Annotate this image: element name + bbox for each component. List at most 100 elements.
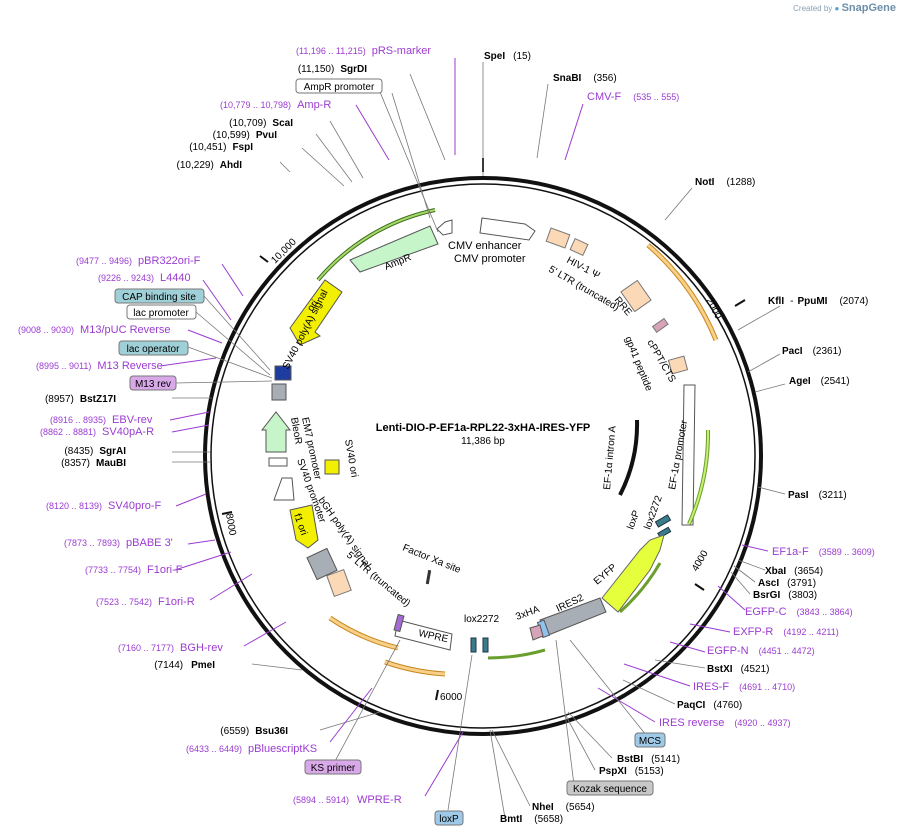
3xha-box (529, 624, 544, 641)
label-cmv-enhancer: CMV enhancer (448, 240, 522, 252)
snapgene-logo-icon: ● (834, 4, 840, 13)
enzyme-bstxi: BstXI(4521) (707, 664, 769, 675)
enzyme-bsrgi: BsrGI(3803) (753, 590, 817, 601)
enzyme-nhei: NheI(5654) (532, 802, 595, 813)
primer-pbr322ori-f: (9477 .. 9496)pBR322ori-F (76, 255, 201, 267)
sv40-polya-box (271, 383, 287, 401)
primer-ires-reverse: IRES reverse(4920 .. 4937) (659, 717, 790, 729)
enzyme-noti: NotI(1288) (695, 177, 755, 188)
primer-egfp-n: EGFP-N(4451 .. 4472) (707, 645, 815, 657)
sv40-polya-marker (274, 365, 292, 381)
primer-ires-f: IRES-F(4691 .. 4710) (693, 681, 795, 693)
label-lox2272-b: lox2272 (464, 614, 499, 625)
ori-arrow (289, 279, 343, 346)
eyfp-arrow (601, 534, 665, 613)
primer-m13-reverse: (8995 .. 9011)M13 Reverse (36, 360, 163, 372)
ef1a-intron-bar (618, 419, 640, 496)
label-ef1a-intron: EF-1α intron A (602, 425, 619, 490)
tick-mark (734, 299, 746, 307)
label-3xha: 3xHA (514, 604, 541, 623)
primer-l4440: (9226 .. 9243)L4440 (98, 272, 191, 284)
enzyme-pvui: (10,599)PvuI (213, 130, 278, 141)
boxed-lac-promoter (126, 304, 197, 320)
orange-primer-arc (328, 615, 399, 651)
primer-f1ori-f: (7733 .. 7754)F1ori-F (85, 564, 183, 576)
boxed-ks-primer-label: KS primer (311, 763, 356, 774)
bleor-arrow (260, 411, 292, 453)
primer-ebv-rev: (8916 .. 8935)EBV-rev (50, 414, 153, 426)
primer-sv40pro-f: (8120 .. 8139)SV40pro-F (46, 500, 162, 512)
leader-lines (172, 62, 786, 819)
enzyme-bmti: BmtI(5658) (500, 814, 563, 825)
factor-xa-marker (425, 569, 432, 585)
boxed-lac-promoter-label: lac promoter (133, 308, 189, 319)
tick-mark (221, 511, 233, 515)
primer-pbabe-3: (7873 .. 7893)pBABE 3' (64, 537, 173, 549)
boxed-lac-operator-label: lac operator (127, 344, 180, 355)
label-factor-xa: Factor Xa site (401, 543, 463, 576)
enzyme-xbai: XbaI(3654) (765, 566, 823, 577)
enzyme-kfli: KflI-PpuMI(2074) (768, 296, 868, 307)
label-bleor: BleoR (288, 417, 304, 446)
wpre-marker (393, 613, 405, 633)
primer-amp-r: (10,779 .. 10,798)Amp-R (220, 99, 331, 111)
enzyme-agei: AgeI(2541) (789, 376, 850, 387)
boxed-kozak-label: Kozak sequence (573, 784, 647, 795)
enzyme-pasi: PasI(3211) (788, 490, 847, 501)
tick-label: 8000 (223, 513, 238, 537)
enzyme-asci: AscI(3791) (758, 578, 816, 589)
primer-f1ori-r: (7523 .. 7542)F1ori-R (96, 596, 195, 608)
enzyme-pspxi: PspXI(5153) (599, 766, 664, 777)
cppt-box (651, 317, 669, 333)
primer-cmv-f: CMV-F(535 .. 555) (587, 91, 679, 103)
primer-egfp-c: EGFP-C(3843 .. 3864) (745, 606, 853, 618)
sv40-promoter-arrow (273, 477, 295, 501)
snapgene-credit: Created by ● SnapGene (793, 2, 896, 14)
tick-label: 6000 (440, 692, 463, 703)
cmv-promoter-arrow (436, 219, 453, 236)
label-cmv-promoter: CMV promoter (454, 253, 526, 265)
boxed-mcs-label: MCS (639, 736, 662, 747)
primer-ef1a-f: EF1a-F(3589 .. 3609) (772, 546, 875, 558)
enzyme-sgrdi: (11,150)SgrDI (298, 64, 367, 75)
enzyme-bstz17i: (8957)BstZ17I (45, 394, 116, 405)
label-sv40-polya: SV40 poly(A) signal (281, 288, 331, 371)
enzyme-maubi: (8357)MauBI (61, 458, 126, 469)
boxed-leader-lines (175, 92, 651, 811)
label-loxp-inner: loxP (625, 509, 642, 531)
ltr-box (326, 568, 352, 598)
primer-sv40pa-r: (8862 .. 8881)SV40pA-R (40, 426, 154, 438)
boxed-lac-operator (118, 340, 189, 356)
tick-mark (694, 583, 705, 591)
enzyme-bstbi: BstBI(5141) (617, 754, 680, 765)
primer-bgh-rev: (7160 .. 7177)BGH-rev (118, 642, 223, 654)
gp41-box (667, 355, 689, 375)
boxed-cap-binding-site (114, 288, 205, 304)
hiv-psi-box (569, 237, 589, 257)
backbone-outer-ring (203, 176, 763, 736)
rre-box (620, 279, 652, 313)
boxed-loxp-label: loxP (439, 814, 459, 825)
label-ori: ori (305, 298, 320, 313)
primer-wpre-r: (5894 .. 5914)WPRE-R (293, 794, 402, 806)
tick-label: 4000 (690, 548, 711, 573)
primer-prs-marker: (11,196 .. 11,215)pRS-marker (296, 45, 431, 57)
enzyme-paqci: PaqCI(4760) (677, 700, 742, 711)
boxed-ampr-promoter (295, 78, 383, 94)
boxed-kozak-sequence (566, 780, 654, 796)
boxed-m13-rev-label: M13 rev (135, 379, 171, 390)
primer-pbluescriptks: (6433 .. 6449)pBluescriptKS (186, 743, 317, 755)
enzyme-fspi: (10,451)FspI (189, 142, 253, 153)
enzyme-snabi: SnaBI(356) (553, 73, 617, 84)
enzyme-spei: SpeI(15) (484, 51, 531, 62)
enzyme-pmei: (7144)PmeI (154, 660, 215, 671)
enzyme-paci: PacI(2361) (782, 346, 841, 357)
boxed-ampr-promoter-label: AmpR promoter (304, 82, 375, 93)
plasmid-title: Lenti-DIO-P-EF1a-RPL22-3xHA-IRES-YFP (376, 422, 591, 434)
boxed-mcs (634, 732, 666, 748)
primer-leader-lines (159, 58, 769, 797)
boxed-loxp (434, 810, 464, 826)
primer-exfp-r: EXFP-R(4192 .. 4211) (733, 626, 839, 638)
cmv-enhancer-arrow (479, 217, 536, 241)
